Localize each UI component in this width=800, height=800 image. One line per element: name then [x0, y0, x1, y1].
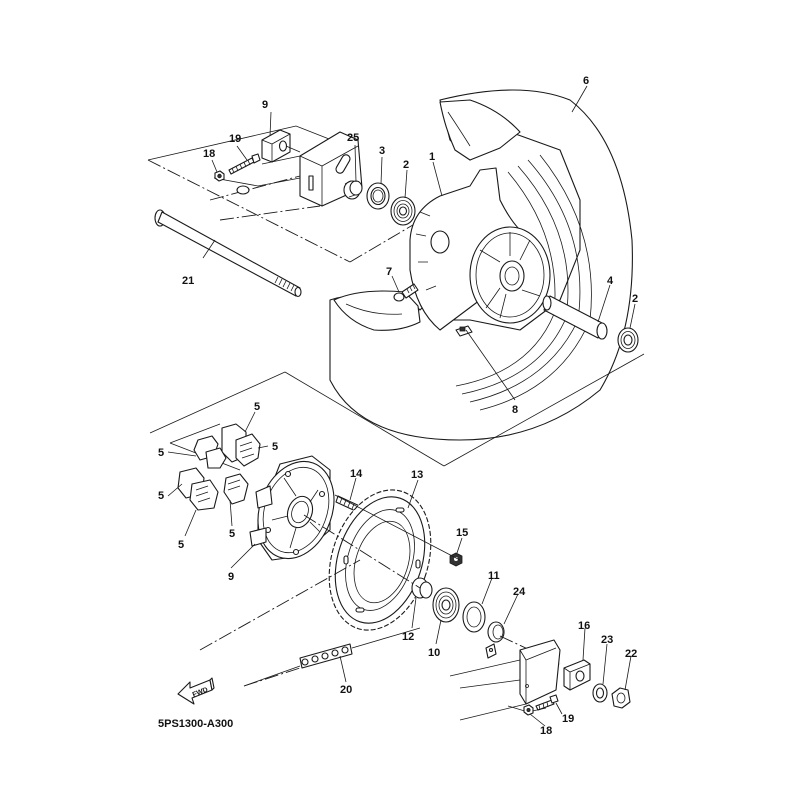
callout-25: 25	[347, 132, 359, 144]
part-19-bolt-lower	[535, 694, 559, 711]
callout-9: 9	[228, 571, 234, 583]
part-18-nut-lower	[507, 704, 547, 716]
part-23-washer	[592, 683, 608, 703]
callout-2-right: 2	[632, 293, 638, 305]
part-5-dampers	[169, 423, 261, 511]
part-25-collar	[343, 180, 363, 200]
callout-13: 13	[411, 469, 423, 481]
part-21-wheel-axle	[154, 209, 302, 298]
callout-5-a: 5	[254, 401, 260, 413]
part-8-balance-weight	[455, 325, 473, 337]
callout-7: 7	[386, 266, 392, 278]
right-swingarm-end	[449, 639, 561, 721]
callout-5-f: 5	[178, 539, 184, 551]
part-13-sprocket	[328, 489, 432, 631]
part-2-bearing-right	[617, 327, 639, 353]
callout-11: 11	[488, 570, 500, 582]
part-18-nut-upper	[214, 170, 225, 182]
part-1-rear-wheel	[409, 167, 551, 331]
callout-14: 14	[350, 468, 363, 480]
callout-10: 10	[428, 647, 440, 659]
callout-19-lower: 19	[562, 713, 574, 725]
callout-23: 23	[601, 634, 613, 646]
callout-5-d: 5	[158, 490, 164, 502]
callout-2-left: 2	[403, 159, 409, 171]
callout-18-upper: 18	[203, 148, 215, 160]
part-11-oil-seal	[462, 601, 486, 633]
callout-15: 15	[456, 527, 468, 539]
callout-24: 24	[513, 586, 526, 598]
callout-5-b: 5	[158, 447, 164, 459]
callout-19-upper: 19	[229, 133, 241, 145]
part-15-nut	[449, 552, 463, 567]
part-10-bearing	[432, 587, 460, 623]
part-20-drive-chain	[243, 627, 421, 687]
part-7-valve	[393, 283, 419, 302]
wheel-reference-frame	[149, 353, 645, 467]
part-2-bearing-left	[390, 196, 416, 226]
drawing-code: 5PS1300-A300	[158, 718, 233, 730]
callout-5-c: 5	[272, 441, 278, 453]
adjuster-bracket-frame	[213, 177, 301, 187]
callout-labels: 9 19 18 25 3 2 1 6 7 8 4 2 21 5 5 5 5 5 …	[158, 75, 638, 737]
part-17-chain-puller	[261, 129, 301, 163]
callout-16: 16	[578, 620, 590, 632]
part-22-nut	[611, 687, 631, 709]
callout-20: 20	[340, 684, 352, 696]
callout-3: 3	[379, 145, 385, 157]
callout-6: 6	[583, 75, 589, 87]
callout-12: 12	[402, 631, 414, 643]
part-19-bolt-upper	[228, 153, 261, 175]
callout-8: 8	[512, 404, 518, 416]
callout-17: 9	[262, 99, 268, 111]
callout-5-e: 5	[229, 528, 235, 540]
callout-22: 22	[625, 648, 637, 660]
part-12-collar	[411, 577, 433, 599]
part-16-chain-puller	[563, 659, 591, 691]
leader-lines	[167, 85, 636, 727]
fwd-direction-arrow: FWD	[177, 677, 215, 705]
part-3-oil-seal	[366, 182, 390, 210]
callout-1: 1	[429, 151, 435, 163]
part-24-collar	[487, 621, 505, 643]
callout-21: 21	[182, 275, 194, 287]
callout-18-lower: 18	[540, 725, 552, 737]
callout-4: 4	[607, 275, 614, 287]
part-4-spacer	[542, 295, 608, 340]
part-9-clutch-hub	[249, 455, 335, 561]
